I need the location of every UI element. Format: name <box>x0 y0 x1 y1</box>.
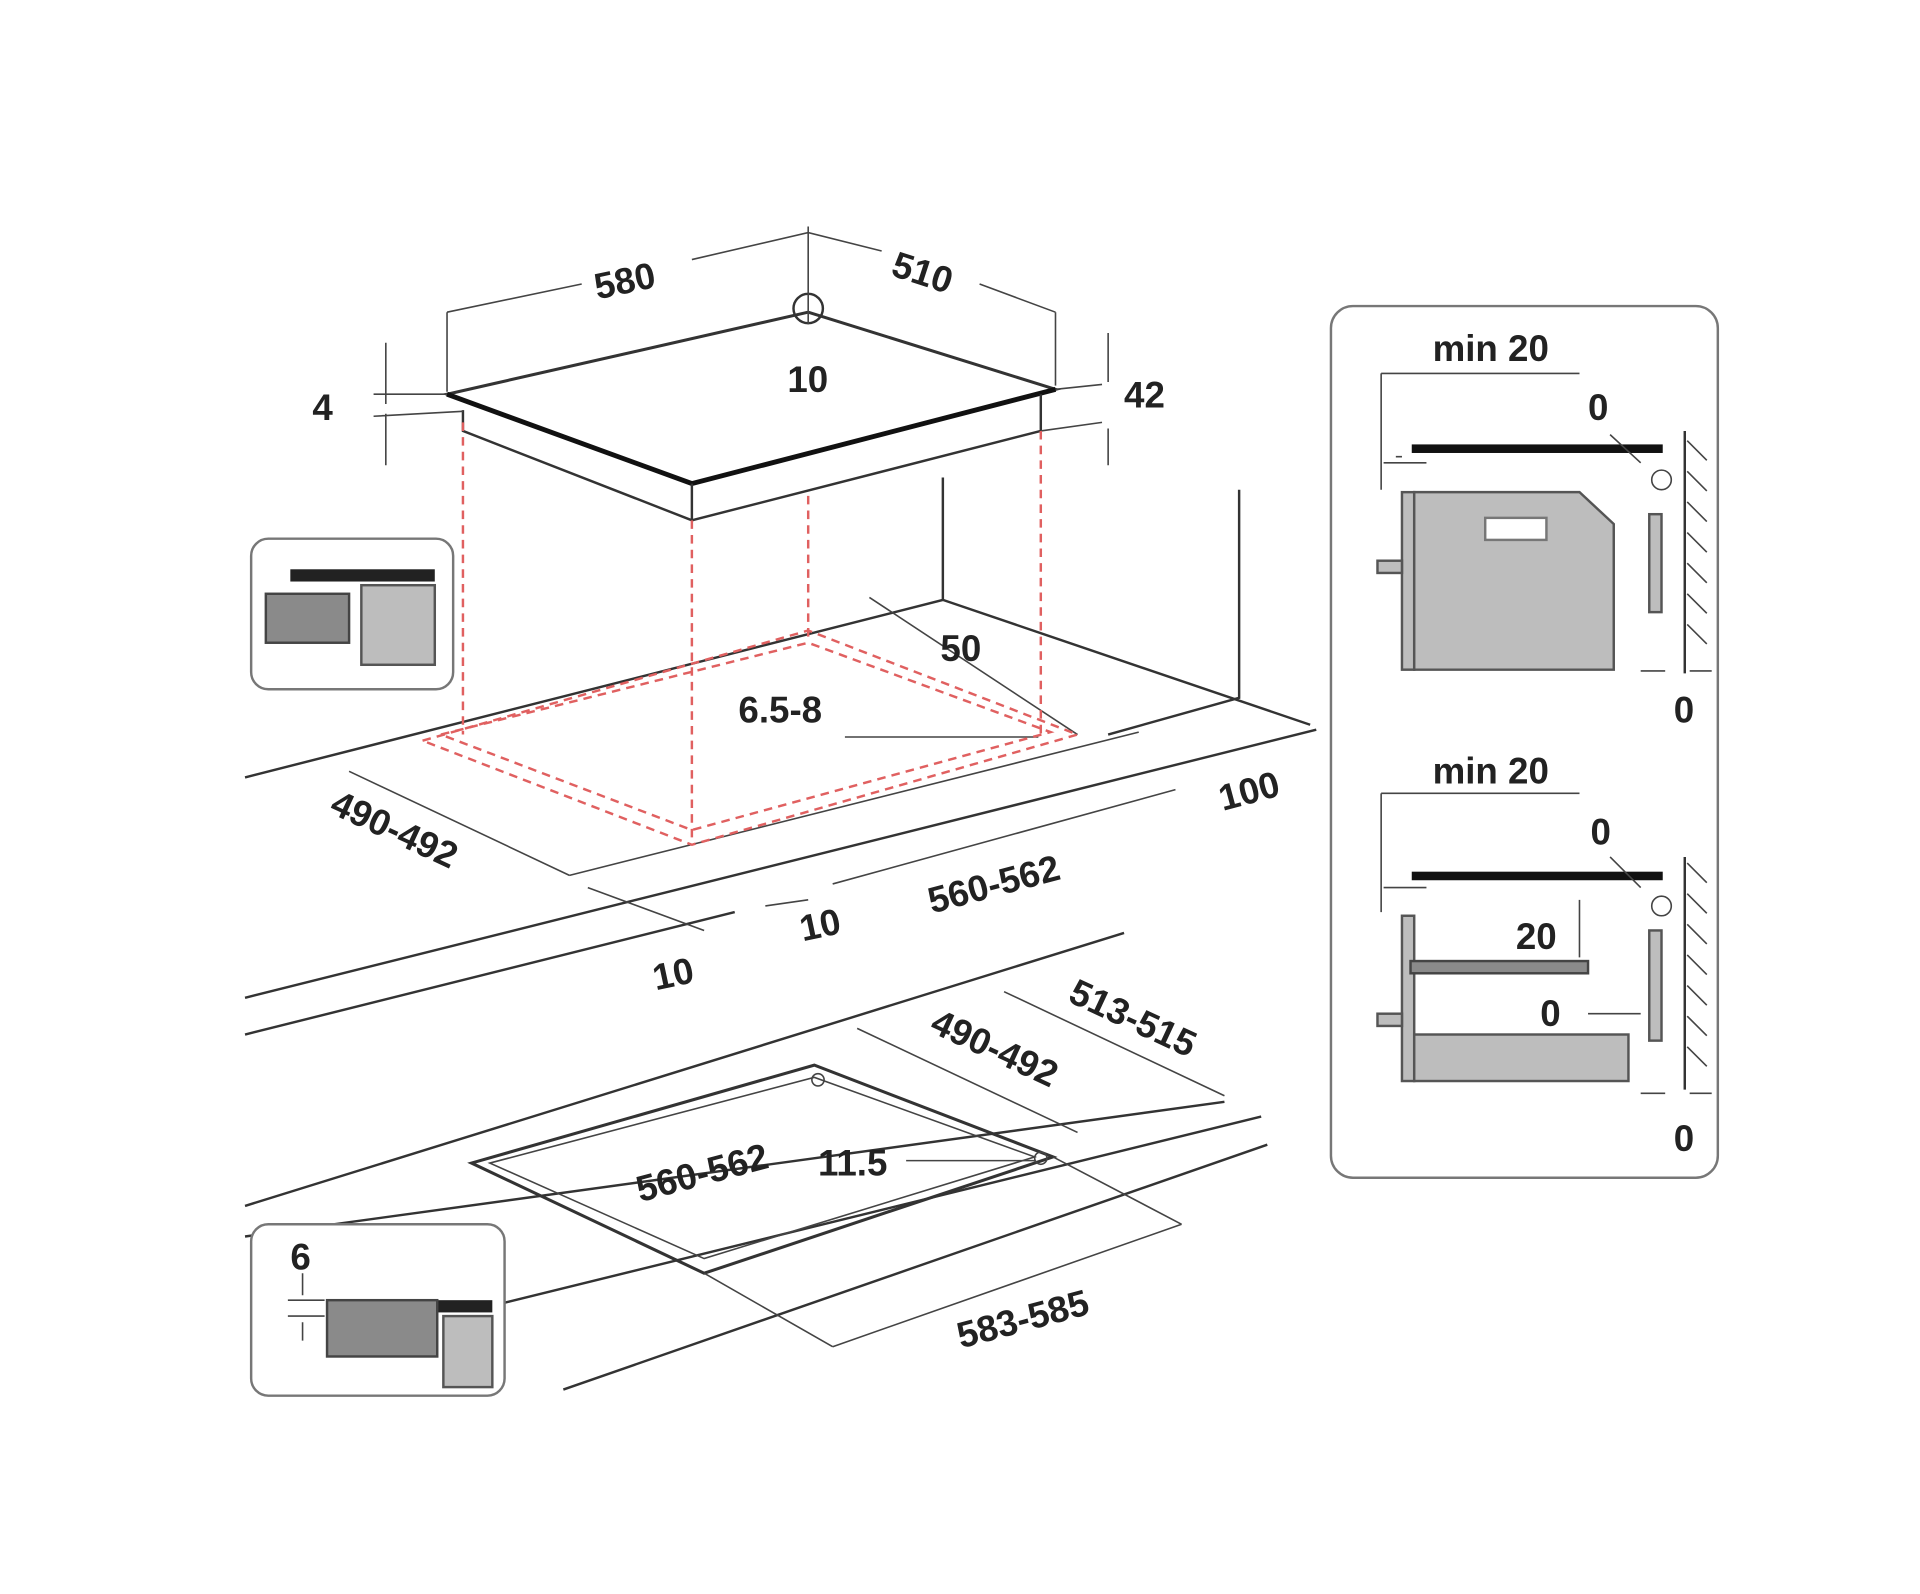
rebate-label: 11.5 <box>818 1142 887 1183</box>
hob-height-label: 42 <box>1124 375 1165 416</box>
inner-width-label: 560-562 <box>632 1135 773 1209</box>
bottom-gap-bottom-label: 0 <box>1674 1118 1694 1159</box>
outer-width-label: 583-585 <box>952 1282 1093 1356</box>
cutout-depth-label: 490-492 <box>325 782 464 876</box>
hob-drawing <box>373 226 1109 523</box>
top-gap-bottom-label: 0 <box>1674 689 1694 730</box>
inset-height-label: 6 <box>290 1237 310 1278</box>
outer-depth-label: 513-515 <box>1063 971 1202 1065</box>
connection-label: 10 <box>787 359 828 400</box>
inner-depth-label: 490-492 <box>925 1001 1064 1095</box>
cutout-width-label: 560-562 <box>923 847 1064 921</box>
flush-mount-inset <box>249 537 455 691</box>
shelf-gap-label: 20 <box>1516 916 1557 957</box>
front-offset-label: 100 <box>1214 763 1284 818</box>
top-min-gap-label: min 20 <box>1433 328 1549 369</box>
flush-worktop <box>244 422 1317 1036</box>
front-edge-offset-label: 10 <box>649 950 697 999</box>
shelf-side-label: 0 <box>1540 993 1560 1034</box>
side-offset-label: 10 <box>796 901 844 950</box>
standard-worktop <box>244 931 1268 1391</box>
standard-mount-inset <box>249 1223 506 1397</box>
min-back-label: 50 <box>940 628 981 669</box>
top-gap-top-label: 0 <box>1588 387 1608 428</box>
rebate-depth-label: 6.5-8 <box>738 689 822 730</box>
hob-depth-label: 510 <box>887 244 958 302</box>
clearance-panel <box>1329 304 1720 1179</box>
hob-width-label: 580 <box>591 254 659 307</box>
bottom-gap-top-label: 0 <box>1590 812 1610 853</box>
bottom-min-gap-label: min 20 <box>1433 751 1549 792</box>
glass-thickness-label: 4 <box>312 387 333 428</box>
